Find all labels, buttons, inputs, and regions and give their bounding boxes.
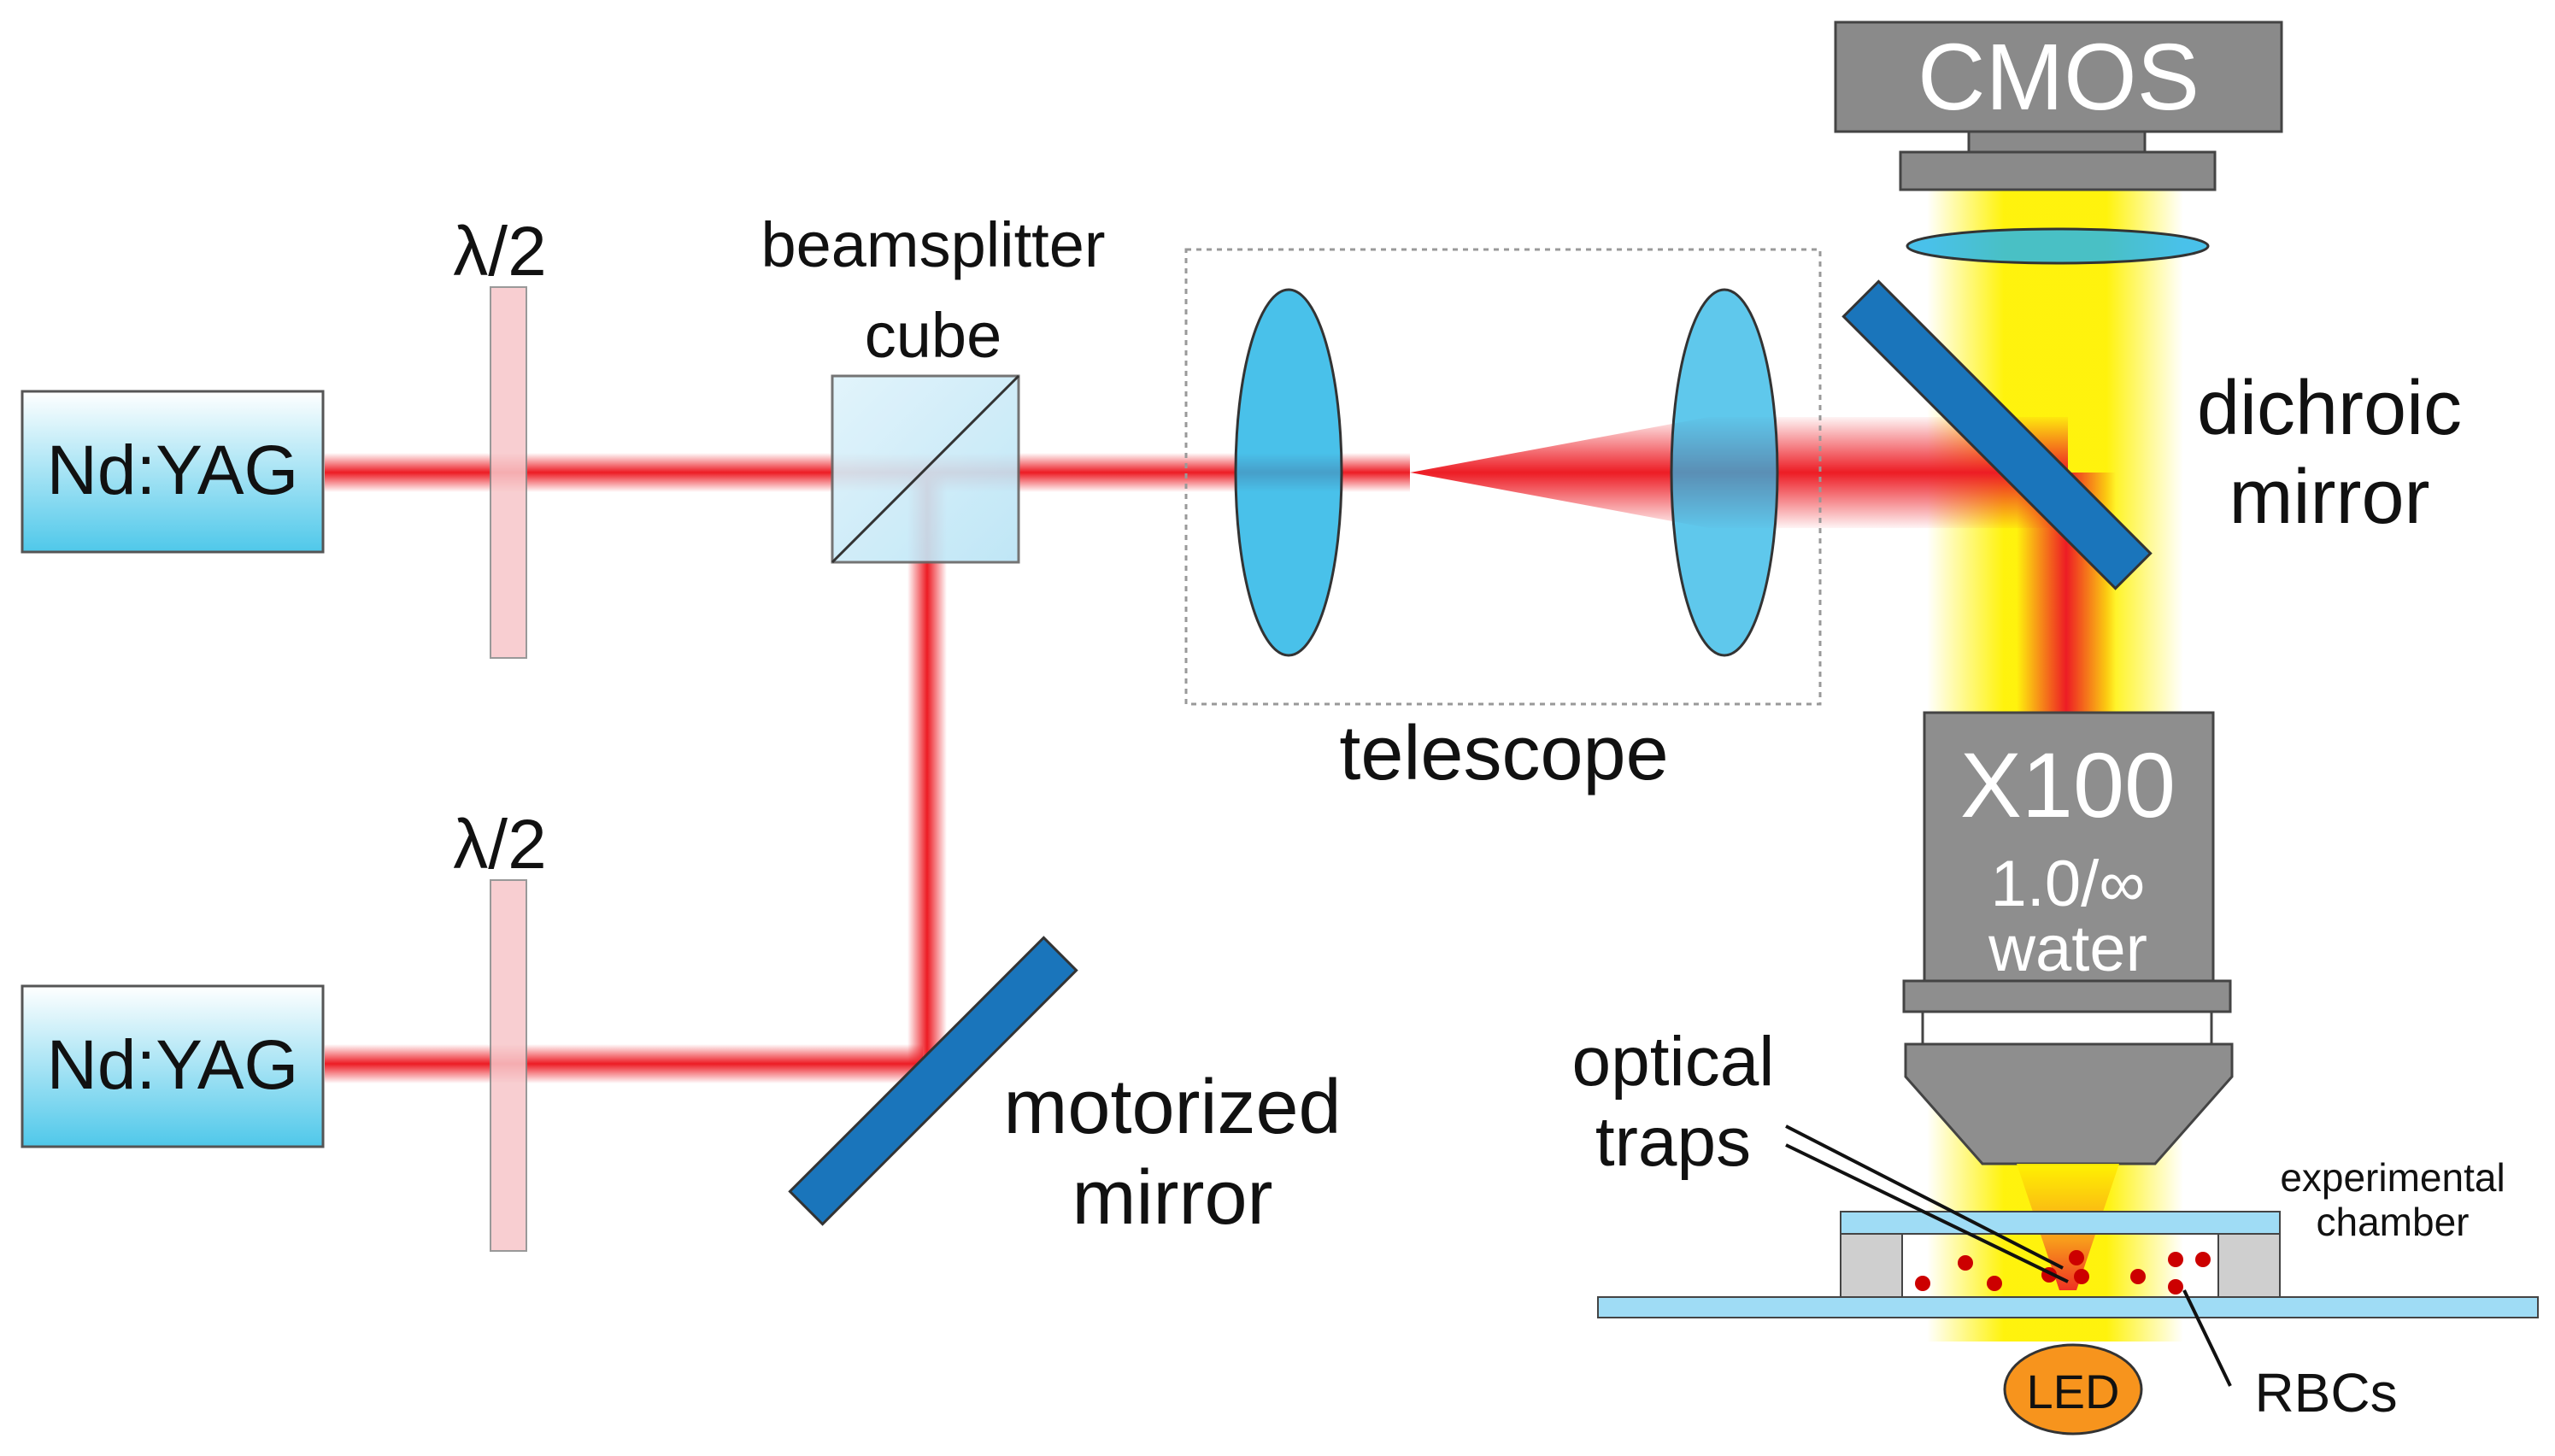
rbc: [2130, 1269, 2146, 1284]
rbc: [1958, 1255, 1973, 1271]
rbc: [1987, 1276, 2002, 1291]
laser-top: Nd:YAG: [21, 390, 325, 554]
beam-bottom-input: [325, 1044, 923, 1083]
telescope-lens-1: [1234, 288, 1343, 657]
camera-label: CMOS: [1918, 25, 2200, 130]
beamsplitter-cube: [831, 374, 1020, 564]
traps-label-line1: optical: [1571, 1023, 1774, 1101]
traps-label-line2: traps: [1595, 1103, 1751, 1181]
waveplate-bottom-label: λ/2: [453, 806, 546, 884]
rbcs-pointer: [2182, 1289, 2232, 1387]
rbcs-label: RBCs: [2254, 1362, 2397, 1424]
rbc: [2168, 1279, 2183, 1295]
waveplate-top-label: λ/2: [453, 213, 546, 291]
laser-bottom-label: Nd:YAG: [47, 1026, 299, 1104]
objective-medium-label: water: [1988, 913, 2147, 985]
traps-arrows: [1785, 1124, 2069, 1283]
rbc: [2074, 1269, 2089, 1284]
laser-bottom: Nd:YAG: [21, 984, 325, 1148]
waveplate-bottom: λ/2: [453, 806, 547, 1252]
beam-vertical-merge: [907, 473, 947, 1064]
telescope-box: [1184, 248, 1822, 706]
motorized-mirror: [788, 936, 1078, 1226]
telescope-label: telescope: [1339, 711, 1668, 796]
motorized-label-line2: mirror: [1072, 1155, 1273, 1241]
rbc: [2195, 1252, 2211, 1267]
waveplate-top: λ/2: [453, 213, 547, 659]
objective-lens: X100 1.0/∞ water: [1902, 711, 2234, 1165]
rbc: [2168, 1252, 2183, 1267]
laser-top-label: Nd:YAG: [47, 432, 299, 509]
chamber-label-line1: experimental: [2280, 1155, 2505, 1200]
objective-mag-label: X100: [1960, 733, 2176, 837]
dichroic-label-line2: mirror: [2229, 455, 2430, 540]
chamber-label-line2: chamber: [2317, 1200, 2470, 1244]
objective-na-label: 1.0/∞: [1991, 848, 2146, 920]
rbc: [1915, 1276, 1930, 1291]
beamsplitter-label-line1: beamsplitter: [761, 209, 1105, 280]
motorized-label-line1: motorized: [1003, 1065, 1341, 1150]
telescope-lens-2: [1670, 288, 1779, 657]
beamsplitter-label-line2: cube: [865, 300, 1001, 371]
tube-lens: [1906, 227, 2210, 265]
dichroic-label-line1: dichroic: [2197, 366, 2462, 451]
rbc: [2069, 1250, 2084, 1265]
dichroic-mirror: [1841, 279, 2153, 590]
red-blood-cells: [1915, 1250, 2211, 1295]
led-label: LED: [2027, 1365, 2120, 1418]
led-source: LED: [2003, 1343, 2143, 1435]
cmos-camera: CMOS: [1834, 21, 2283, 191]
experimental-chamber: [1597, 1211, 2539, 1318]
beam-expanding-cone: [1410, 417, 1709, 528]
